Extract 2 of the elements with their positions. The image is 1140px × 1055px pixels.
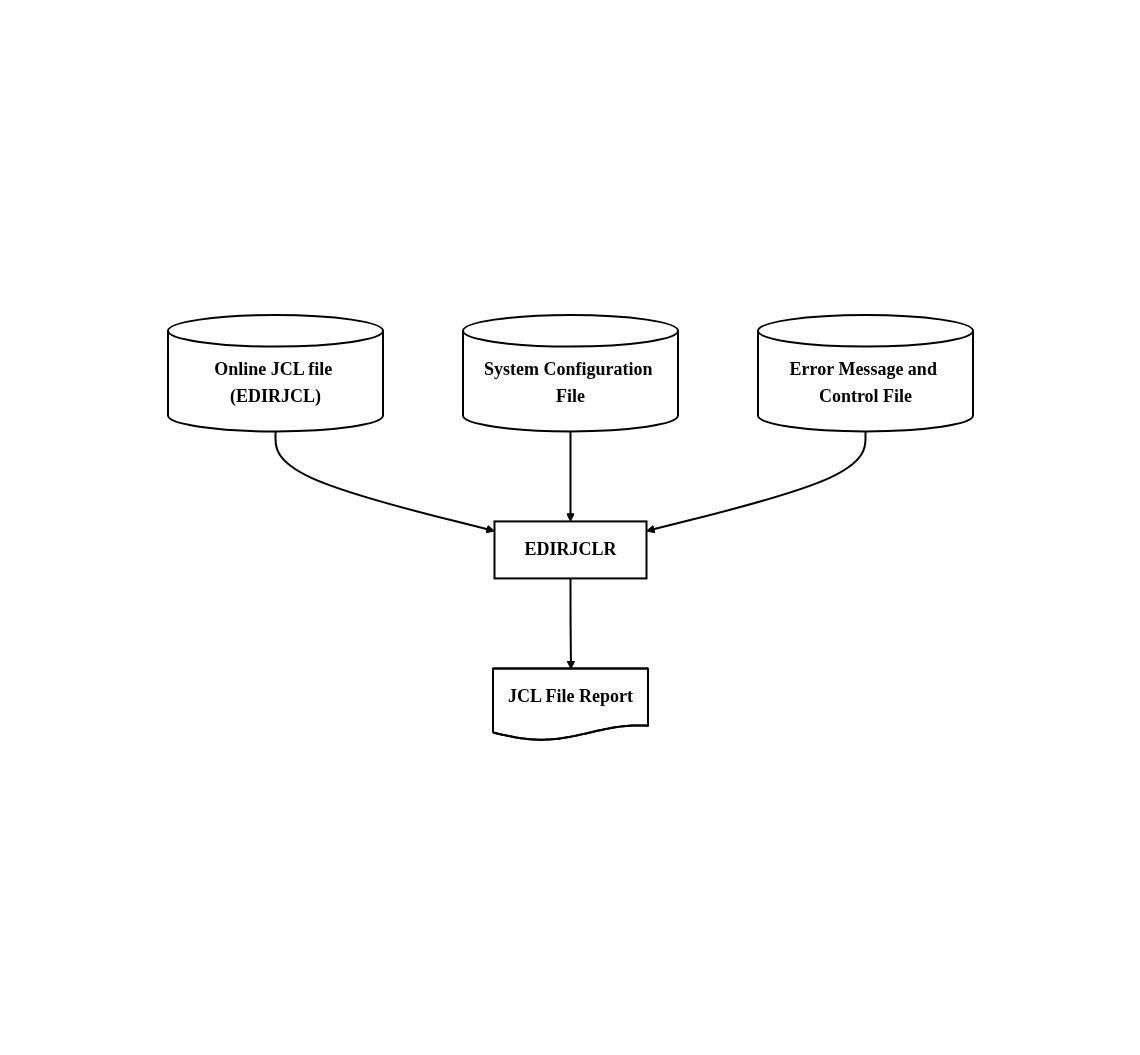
node-box: EDIRJCLR xyxy=(493,520,647,580)
arrow xyxy=(565,430,575,522)
